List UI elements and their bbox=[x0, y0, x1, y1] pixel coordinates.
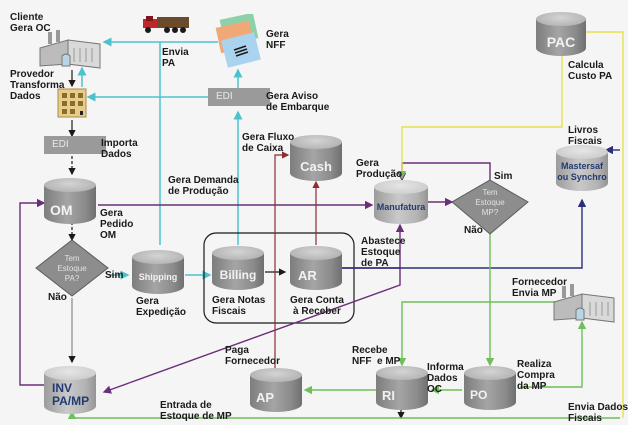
label-gera-aviso: Gera Aviso de Embarque bbox=[266, 91, 330, 113]
billing-database: Billing bbox=[212, 246, 264, 290]
label-gera-nff: Gera NFF bbox=[266, 29, 289, 51]
label-paga-fornecedor: Paga Fornecedor bbox=[225, 345, 281, 367]
shipping-database: Shipping bbox=[132, 250, 184, 294]
label-provedor: Provedor Transforma Dados bbox=[10, 69, 65, 102]
label-gera-conta: Gera Conta à Receber bbox=[290, 295, 344, 317]
cash-database: Cash bbox=[290, 135, 342, 181]
label-abastece-estoque: Abastece Estoque de PA bbox=[361, 236, 406, 269]
inv-database: INV PA/MP bbox=[44, 366, 96, 414]
label-gera-pedido: Gera Pedido OM bbox=[100, 208, 134, 241]
label-livros-fiscais: Livros Fiscais bbox=[568, 125, 602, 147]
label-gera-notas: Gera Notas Fiscais bbox=[212, 295, 266, 317]
label-decision-mp-sim: Sim bbox=[494, 171, 513, 182]
edi-gera-aviso-box: EDI bbox=[208, 88, 270, 106]
decision-pa-text: Tem Estoque PA? bbox=[57, 254, 87, 283]
manufatura-database: Manufatura bbox=[374, 180, 428, 224]
ap-database: AP bbox=[250, 368, 302, 412]
label-gera-expedicao: Gera Expedição bbox=[136, 296, 187, 318]
edge-ri-to-inv-green bbox=[67, 410, 620, 419]
edge-pac-right bbox=[585, 31, 624, 418]
decision-tem-estoque-pa bbox=[35, 239, 109, 297]
label-cliente: Cliente Gera OC bbox=[10, 12, 51, 34]
om-database: OM bbox=[44, 178, 96, 224]
label-realiza-compra: Realiza Compra da MP bbox=[517, 359, 555, 392]
edge-po-to-fornecedor bbox=[520, 320, 587, 388]
label-calcula-custo: Calcula Custo PA bbox=[568, 60, 613, 82]
cliente-factory-icon bbox=[38, 30, 102, 70]
edge-paga-fornecedor-to-inv bbox=[102, 268, 401, 394]
provedor-building-icon bbox=[56, 85, 88, 119]
label-importa-dados: Importa Dados bbox=[101, 138, 138, 160]
edge-ar-to-mastersaf bbox=[342, 198, 587, 269]
label-gera-demanda: Gera Demanda de Produção bbox=[168, 175, 239, 197]
edge-ap-to-cash bbox=[274, 151, 290, 375]
edge-pac-to-manufatura bbox=[397, 55, 563, 180]
label-informa-dados: Informa Dados OC bbox=[427, 362, 464, 395]
truck-icon bbox=[143, 14, 191, 34]
ri-database: RI bbox=[376, 366, 428, 410]
label-gera-producao: Gera Produção bbox=[356, 158, 403, 180]
label-decision-mp-nao: Não bbox=[464, 225, 483, 236]
edi-importa-box: EDI bbox=[44, 136, 106, 154]
ar-database: AR bbox=[290, 246, 342, 290]
label-envia-pa: Envia PA bbox=[162, 47, 189, 69]
label-fornecedor: Fornecedor Envia MP bbox=[512, 277, 568, 299]
edge-inv-loop-to-om bbox=[19, 198, 48, 386]
label-decision-pa-nao: Não bbox=[48, 292, 67, 303]
label-recebe-nff: Recebe NFF e MP bbox=[352, 345, 401, 367]
label-decision-pa-sim: Sim bbox=[105, 270, 124, 281]
mastersaf-database: Mastersaf ou Synchro bbox=[556, 145, 608, 191]
label-gera-fluxo: Gera Fluxo de Caixa bbox=[242, 132, 295, 154]
nff-documents-icon bbox=[214, 14, 262, 72]
edge-fornecedor-to-ri bbox=[397, 301, 580, 367]
fornecedor-factory-icon bbox=[552, 282, 616, 324]
decision-tem-estoque-mp bbox=[451, 179, 529, 235]
edge-decision-sim-to-manufatura bbox=[397, 162, 491, 182]
billing-ar-group bbox=[203, 232, 355, 324]
pac-database: PAC bbox=[536, 12, 586, 56]
po-database: PO bbox=[464, 366, 516, 410]
label-envia-dados-fiscais: Envia Dados Fiscais bbox=[568, 402, 628, 424]
decision-mp-text: Tem Estoque MP? bbox=[475, 188, 505, 217]
label-entrada-estoque: Entrada de Estoque de MP bbox=[160, 400, 232, 422]
